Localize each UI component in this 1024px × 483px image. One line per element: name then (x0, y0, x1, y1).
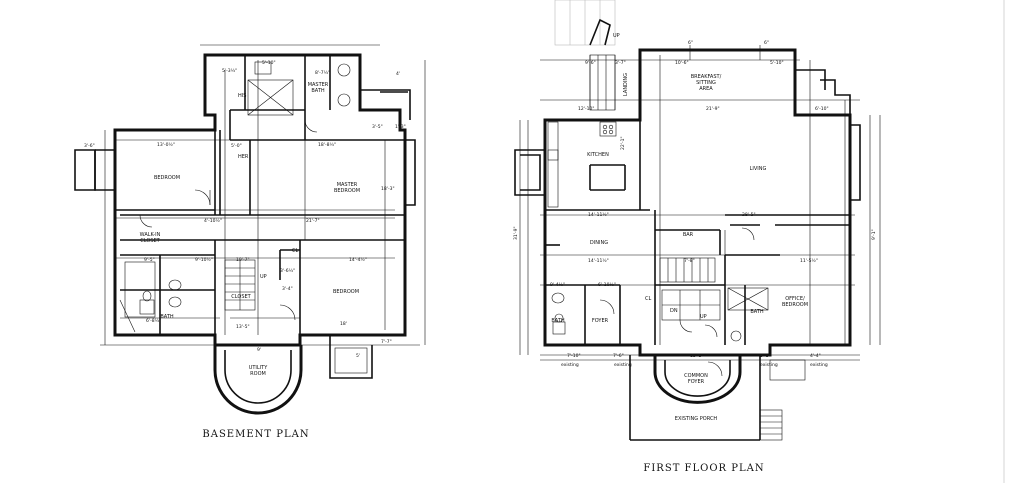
dim-text: 7'-7" (381, 339, 392, 345)
dim-text: 3'-6" (84, 143, 95, 149)
room-dining: DINING (590, 240, 608, 246)
dim-text: 7'-6" (613, 353, 624, 359)
dim-text: 3'-7" (615, 60, 626, 66)
room-living: LIVING (750, 166, 767, 172)
dim-text: 3'-4" (282, 286, 293, 292)
room-up: UP (260, 274, 267, 280)
first-floor-plan-title: FIRST FLOOR PLAN (643, 463, 764, 474)
dim-text: 3'-5" (372, 124, 383, 130)
dim-text: 22'-1" (620, 136, 626, 150)
dim-text: 4'-10½" (204, 217, 222, 224)
dim-text: 1'-3" (395, 124, 406, 130)
dim-text: existing (810, 362, 828, 368)
dim-text: existing (760, 362, 778, 368)
dim-text: 18' (340, 321, 347, 327)
dim-text: 13'-0½" (157, 141, 175, 148)
room-bath-1: BATH (551, 318, 565, 324)
dim-text: 14'-11½" (588, 257, 609, 264)
dim-text: 10'-6" (675, 60, 689, 66)
room-closet: CLOSET (231, 294, 251, 300)
dim-text: 5'-10" (262, 60, 276, 66)
dim-text: 19'-7" (236, 257, 250, 263)
dim-text: 6" (688, 40, 693, 46)
dim-text: 14'-4½" (349, 256, 367, 263)
room-up-top: UP (613, 33, 620, 39)
dim-text: 4'-4" (810, 353, 821, 359)
dim-text: 3'-6¼" (280, 268, 295, 274)
room-up: UP (700, 314, 707, 320)
room-her: HER (238, 154, 249, 160)
dim-text: 5'-5" (760, 353, 771, 359)
room-bath: BATH (160, 314, 174, 320)
dim-text: 9'-5" (144, 257, 155, 263)
room-cl: CL (292, 248, 298, 254)
dim-text: 9'-4½" (550, 281, 565, 288)
dim-text: 6'-10½" (598, 281, 616, 288)
dim-text: 14'-11½" (588, 211, 609, 218)
dim-text: 6'-8¼" (146, 318, 161, 324)
room-existing-porch: EXISTING PORCH (675, 416, 718, 422)
dim-text: 9'-6" (585, 60, 596, 66)
dim-text: 8'-7¼" (315, 70, 330, 76)
dim-text: 13'-5" (236, 324, 250, 330)
dim-text: 9'-1" (871, 229, 877, 240)
dim-text: 31'-9" (513, 226, 519, 240)
room-foyer: FOYER (592, 318, 609, 324)
dim-text: 9'-10½" (195, 256, 213, 263)
dim-text: 21'-9" (706, 106, 720, 112)
dim-text: existing (561, 362, 579, 368)
room-bath-2: BATH (750, 309, 764, 315)
basement-plan-title: BASEMENT PLAN (202, 429, 309, 440)
room-bedroom-1: BEDROOM (154, 175, 180, 181)
room-his: HIS (238, 93, 246, 99)
dim-text: 5'-10" (770, 60, 784, 66)
dim-text: 7'-8" (684, 258, 695, 264)
room-bedroom-2: BEDROOM (333, 289, 359, 295)
room-kitchen: KITCHEN (587, 152, 609, 158)
dim-text: 7'-10" (567, 353, 581, 359)
dim-text: 6'-10" (815, 106, 829, 112)
dim-text: 13'-3" (690, 353, 704, 359)
dim-text: 18'-8¼" (318, 142, 336, 148)
dim-text: 18'-3" (381, 186, 395, 192)
dim-text: 12'-10" (578, 106, 594, 112)
dim-text: 6" (764, 40, 769, 46)
room-cl: CL (645, 296, 651, 302)
room-bar: BAR (683, 232, 694, 238)
dim-text: existing (614, 362, 632, 368)
dim-text: 5'-0" (231, 143, 242, 149)
room-dn: DN (670, 308, 678, 314)
dim-text: 5' (356, 353, 360, 359)
dim-text: 11'-5½" (800, 257, 818, 264)
dim-text: 28'-5" (742, 212, 756, 218)
room-office: OFFICE/BEDROOM (782, 296, 808, 308)
room-landing: LANDING (623, 73, 629, 96)
dim-text: 5'-3¼" (222, 68, 237, 74)
dim-text: 4' (396, 71, 400, 77)
dim-text: 9' (257, 347, 261, 353)
dim-text: 21'-7" (306, 218, 320, 224)
